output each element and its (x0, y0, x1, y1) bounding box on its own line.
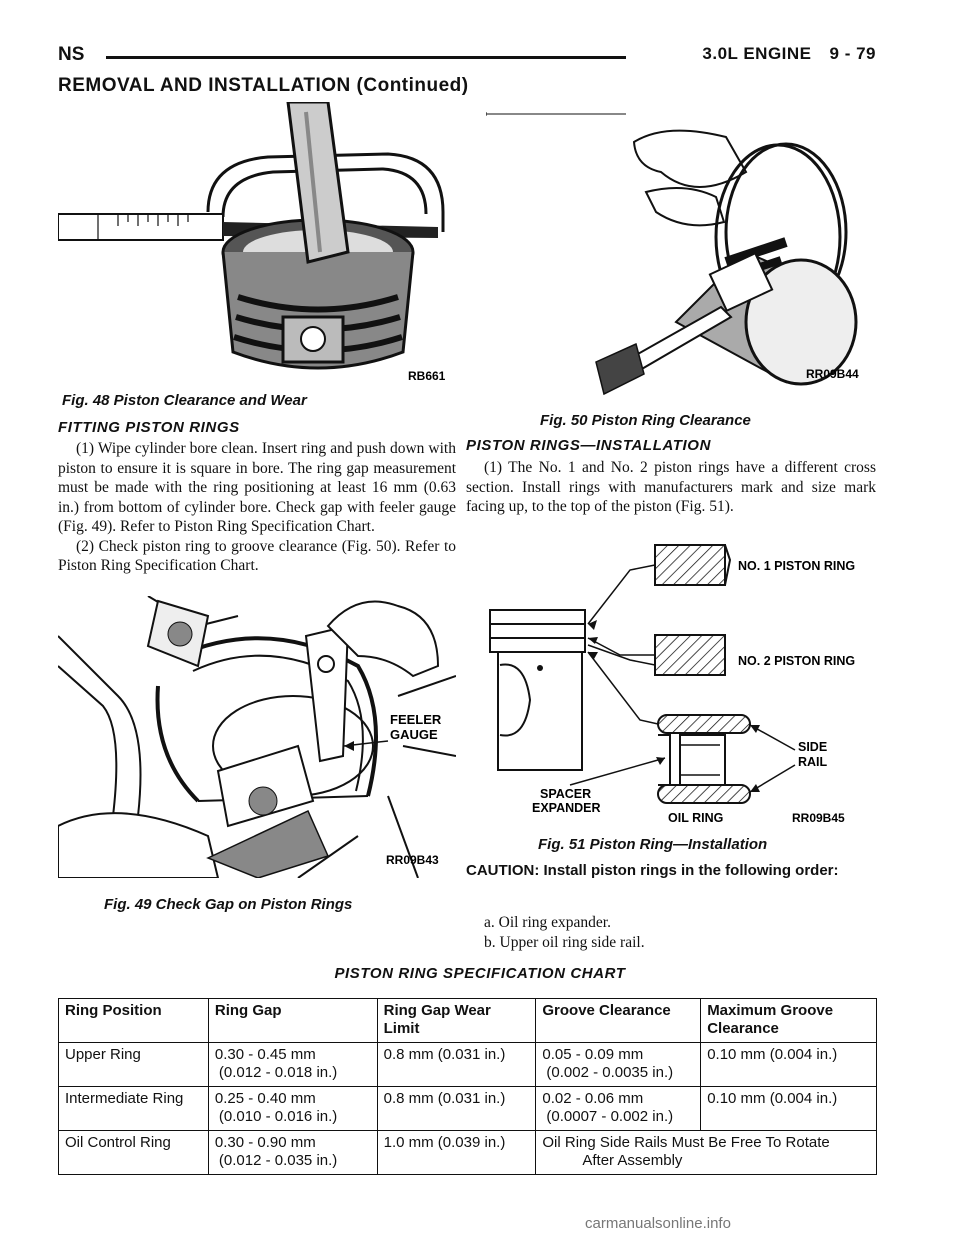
figure-49-label-gauge: GAUGE (390, 727, 438, 742)
header-groove-clearance: Groove Clearance (535, 998, 702, 1043)
section-title: REMOVAL AND INSTALLATION (Continued) (58, 75, 469, 96)
figure-51-label-rail: RAIL (798, 755, 828, 769)
figure-48-caption: Fig. 48 Piston Clearance and Wear (62, 392, 307, 409)
page-header: NS 3.0L ENGINE 9 - 79 (58, 42, 876, 68)
cell-max-groove-clearance: 0.10 mm (0.004 in.) (700, 1042, 877, 1087)
figure-51-caption: Fig. 51 Piston Ring—Installation (538, 836, 768, 853)
figure-51-label-no2: NO. 2 PISTON RING (738, 654, 855, 668)
figure-49-illustration: FEELER GAUGE RR09B43 (58, 596, 456, 878)
installation-text: (1) The No. 1 and No. 2 piston rings hav… (466, 458, 876, 517)
figure-49-code: RR09B43 (386, 853, 439, 867)
figure-50-caption: Fig. 50 Piston Ring Clearance (540, 412, 751, 429)
cell-oil-ring-note: Oil Ring Side Rails Must Be Free To Rota… (535, 1130, 877, 1175)
cell-groove-clearance: 0.02 - 0.06 mm(0.0007 - 0.002 in.) (535, 1086, 702, 1131)
header-model: NS (58, 44, 85, 65)
figure-51-illustration: NO. 1 PISTON RING NO. 2 PISTON RING SIDE… (480, 540, 876, 830)
figure-51-code: RR09B45 (792, 811, 845, 825)
figure-51-label-expander: EXPANDER (532, 801, 601, 815)
figure-50-code: RR09B44 (806, 367, 859, 381)
header-section: 3.0L ENGINE (702, 44, 812, 63)
fitting-step-1: (1) Wipe cylinder bore clean. Insert rin… (58, 440, 456, 535)
cell-ring-gap: 0.30 - 0.45 mm(0.012 - 0.018 in.) (207, 1042, 378, 1087)
table-row: Oil Control Ring 0.30 - 0.90 mm(0.012 - … (58, 1130, 877, 1175)
fitting-step-2: (2) Check piston ring to groove clearanc… (58, 537, 456, 575)
cell-max-groove-clearance: 0.10 mm (0.004 in.) (700, 1086, 877, 1131)
cell-ring-position: Intermediate Ring (58, 1086, 209, 1131)
caution-note: CAUTION: Install piston rings in the fol… (466, 862, 839, 879)
cell-ring-gap-wear: 0.8 mm (0.031 in.) (376, 1042, 537, 1087)
figure-51-label-spacer: SPACER (540, 787, 591, 801)
header-ring-gap: Ring Gap (207, 998, 378, 1043)
header-right: 3.0L ENGINE 9 - 79 (684, 44, 876, 64)
figure-48-code: RB661 (408, 369, 446, 383)
cell-ring-position: Oil Control Ring (58, 1130, 209, 1175)
installation-order-a: a. Oil ring expander. (484, 914, 611, 931)
figure-51-label-side: SIDE (798, 740, 827, 754)
cell-ring-gap: 0.30 - 0.90 mm(0.012 - 0.035 in.) (207, 1130, 378, 1175)
cell-ring-gap: 0.25 - 0.40 mm(0.010 - 0.016 in.) (207, 1086, 378, 1131)
figure-48-illustration: RB661 (58, 102, 458, 390)
header-rule (106, 56, 626, 59)
installation-order-list: a. Oil ring expander. b. Upper oil ring … (484, 913, 645, 953)
figure-49-caption: Fig. 49 Check Gap on Piston Rings (104, 896, 353, 913)
cell-groove-clearance: 0.05 - 0.09 mm(0.002 - 0.0035 in.) (535, 1042, 702, 1087)
header-ring-position: Ring Position (58, 998, 209, 1043)
installation-order-b: b. Upper oil ring side rail. (484, 934, 645, 951)
fitting-piston-rings-heading: FITTING PISTON RINGS (58, 419, 240, 436)
figure-50-illustration: RR09B44 (486, 112, 876, 400)
cell-ring-gap-wear: 1.0 mm (0.039 in.) (376, 1130, 537, 1175)
watermark: carmanualsonline.info (585, 1215, 731, 1232)
fitting-piston-rings-text: (1) Wipe cylinder bore clean. Insert rin… (58, 439, 456, 576)
installation-step-1: (1) The No. 1 and No. 2 piston rings hav… (466, 459, 876, 515)
table-row: Intermediate Ring 0.25 - 0.40 mm(0.010 -… (58, 1086, 877, 1131)
header-page-number: 9 - 79 (829, 44, 876, 63)
spec-chart-title: PISTON RING SPECIFICATION CHART (334, 965, 626, 982)
cell-ring-position: Upper Ring (58, 1042, 209, 1087)
cell-ring-gap-wear: 0.8 mm (0.031 in.) (376, 1086, 537, 1131)
piston-rings-installation-heading: PISTON RINGS—INSTALLATION (466, 437, 712, 454)
figure-49-label-feeler: FEELER (390, 712, 442, 727)
table-row: Upper Ring 0.30 - 0.45 mm(0.012 - 0.018 … (58, 1042, 877, 1087)
figure-51-label-oil-ring: OIL RING (668, 811, 723, 825)
figure-51-label-no1: NO. 1 PISTON RING (738, 559, 855, 573)
